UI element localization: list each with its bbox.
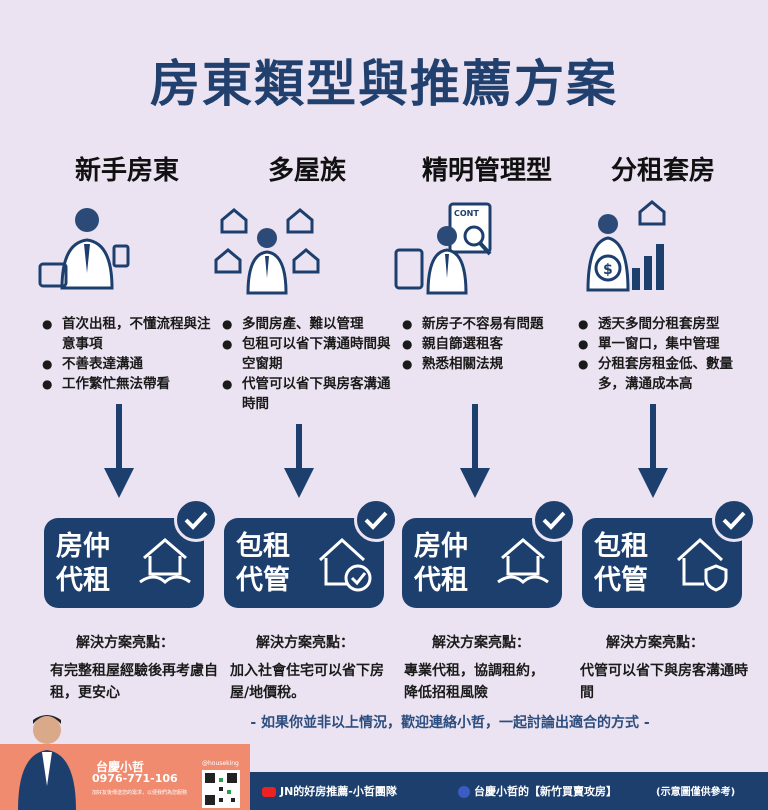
calculator-contract-icon: CONT: [394, 202, 492, 295]
agent-phone[interactable]: 0976-771-106: [92, 772, 178, 785]
arrow-down-icon: [284, 424, 314, 498]
card-line: 代管: [594, 565, 648, 596]
solution-card-lease-management: 包租代管: [582, 498, 756, 608]
card-line: 代租: [56, 565, 110, 596]
growth-chart-icon: $: [586, 200, 666, 292]
page-title: 房東類型與推薦方案: [150, 55, 618, 113]
column-smart-manager: 精明管理型 CONT 新房子不容易有問題 親自篩選租客 熟悉相關法規: [392, 150, 582, 374]
solution-heading: 解決方案亮點：: [606, 635, 704, 651]
bullet-item: 首次出租，不懂流程與注意事項: [42, 314, 222, 354]
card-line: 房仲: [414, 531, 468, 562]
solution-text: 有完整租屋經驗後再考慮自租，更安心: [50, 663, 218, 701]
youtube-icon: [262, 787, 276, 797]
contact-cta: - 如果你並非以上情況，歡迎連絡小哲，一起討論出適合的方式 -: [250, 715, 650, 731]
column-new-landlord: 新手房東 首次出租，不懂流程與注意事項 不善表達溝通 工作繁忙無法帶看: [32, 150, 222, 394]
check-icon: [532, 498, 576, 542]
solution-heading: 解決方案亮點：: [256, 635, 354, 651]
facebook-link[interactable]: 台慶小哲的【新竹買賣攻房】: [458, 783, 617, 799]
person-houses-icon: [214, 208, 320, 295]
bullet-item: 親自篩選租客: [402, 334, 582, 354]
handshake-house-icon: [139, 538, 191, 585]
bullet-item: 不善表達溝通: [42, 354, 222, 374]
youtube-label: JN的好房推薦-小哲團隊: [280, 785, 397, 798]
card-line: 包租: [236, 531, 290, 562]
line-note: 加好友後傳送您的需求，以便我們為您服務: [92, 790, 188, 796]
solution-heading: 解決方案亮點：: [432, 635, 530, 651]
arrow-down-icon: [104, 404, 134, 498]
check-icon: [174, 498, 218, 542]
solution-text: 代管可以省下與房客溝通時間: [580, 663, 748, 701]
bullet-item: 分租套房租金低、數量多，溝通成本高: [578, 354, 758, 394]
column-title: 分租套房: [610, 156, 715, 186]
solution-text: 專業代租，協調租約，降低招租風險: [404, 663, 544, 701]
bullet-list: 多間房產、難以管理 包租可以省下溝通時間與空窗期 代管可以省下與房客溝通時間: [212, 314, 402, 414]
card-line: 包租: [594, 531, 648, 562]
column-title: 新手房東: [74, 156, 179, 186]
house-shield-icon: [676, 537, 728, 592]
solution-text: 加入社會住宅可以省下房屋/地價稅。: [230, 663, 384, 701]
column-multi-house: 多屋族 多間房產、難以管理 包租可以省下溝通時間與空窗期 代管可以省下與房客溝通…: [212, 150, 402, 414]
arrow-down-icon: [460, 404, 490, 498]
check-icon: [712, 498, 756, 542]
agent-avatar: [18, 715, 76, 810]
card-line: 房仲: [56, 531, 110, 562]
bullet-item: 單一窗口，集中管理: [578, 334, 758, 354]
businessman-coffee-icon: [38, 208, 130, 290]
solution-card-agent-rental: 房仲代租: [44, 498, 218, 608]
bullet-list: 透天多間分租套房型 單一窗口，集中管理 分租套房租金低、數量多，溝通成本高: [568, 314, 758, 394]
bullet-item: 工作繁忙無法帶看: [42, 374, 222, 394]
facebook-label: 台慶小哲的【新竹買賣攻房】: [474, 785, 617, 798]
agent-name: 台慶小哲: [96, 760, 145, 774]
arrow-down-icon: [638, 404, 668, 498]
qr-code-icon[interactable]: [202, 770, 240, 808]
solution-heading: 解決方案亮點：: [76, 635, 174, 651]
bullet-item: 新房子不容易有問題: [402, 314, 582, 334]
column-sublet-suite: 分租套房 $ 透天多間分租套房型 單一窗口，集中管理 分租套房租金低、數量多，溝…: [568, 150, 758, 394]
facebook-icon: [458, 786, 470, 798]
column-title: 精明管理型: [421, 156, 552, 186]
youtube-link[interactable]: JN的好房推薦-小哲團隊: [262, 783, 397, 799]
line-handle: @houseking: [202, 760, 239, 767]
column-title: 多屋族: [267, 156, 346, 186]
bullet-item: 包租可以省下溝通時間與空窗期: [222, 334, 402, 374]
document-label: CONT: [454, 209, 479, 218]
bullet-item: 多間房產、難以管理: [222, 314, 402, 334]
disclaimer-note: (示意圖僅供參考): [656, 787, 736, 798]
bullet-item: 透天多間分租套房型: [578, 314, 758, 334]
check-icon: [354, 498, 398, 542]
bullet-list: 首次出租，不懂流程與注意事項 不善表達溝通 工作繁忙無法帶看: [32, 314, 222, 394]
house-check-icon: [318, 537, 372, 592]
card-line: 代租: [414, 565, 468, 596]
solution-card-lease-management: 包租代管: [224, 498, 398, 608]
bullet-item: 代管可以省下與房客溝通時間: [222, 374, 402, 414]
card-line: 代管: [236, 565, 290, 596]
svg-text:$: $: [603, 262, 613, 278]
handshake-house-icon: [497, 538, 549, 585]
solution-card-agent-rental: 房仲代租: [402, 498, 576, 608]
bullet-list: 新房子不容易有問題 親自篩選租客 熟悉相關法規: [392, 314, 582, 374]
bullet-item: 熟悉相關法規: [402, 354, 582, 374]
